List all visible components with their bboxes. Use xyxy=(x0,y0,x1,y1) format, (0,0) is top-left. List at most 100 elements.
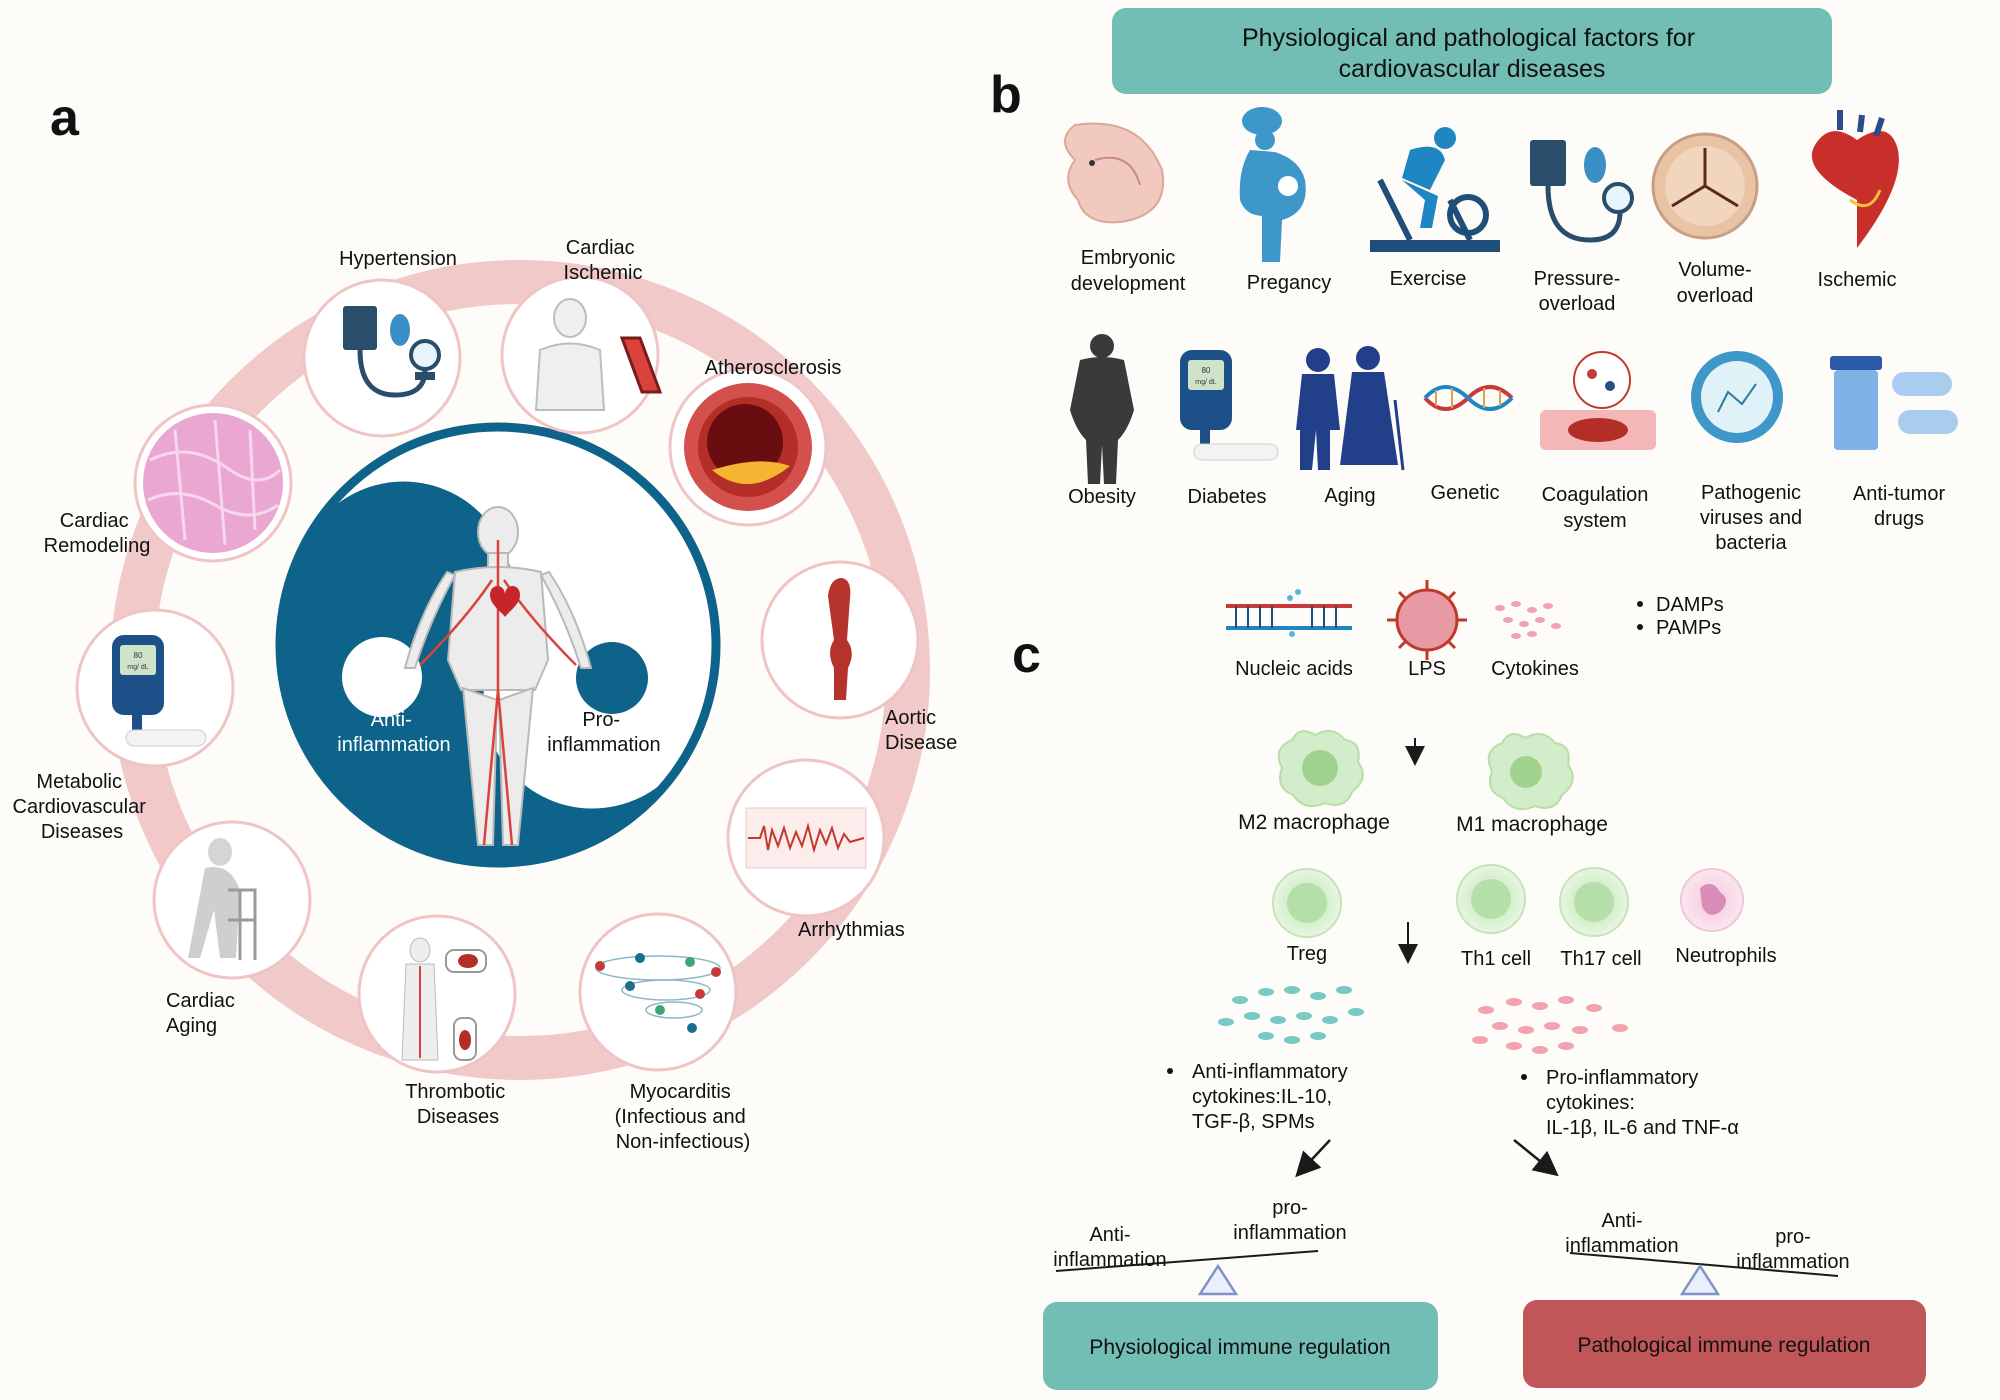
svg-text:DAMPs: DAMPs xyxy=(1656,594,1724,616)
svg-text:Anti-inflammation: Anti-inflammation xyxy=(1565,1210,1678,1257)
svg-text:Metabolic Cardiovascul: Metabolic Cardiovascular Diseases xyxy=(13,771,152,843)
factor-label-volume-overload: Volume-overload xyxy=(1677,259,1754,307)
cell-vortex-icon xyxy=(595,953,721,1033)
svg-text:Cardiac Aging: Cardiac Aging xyxy=(166,990,240,1037)
factor-label-diabetes: Diabetes xyxy=(1188,486,1267,508)
signal-nucleic-acids: Nucleic acids xyxy=(1235,658,1353,680)
pathological-outcome-box xyxy=(1523,1300,1926,1388)
panel-b-title: Physiological and pathological factors f… xyxy=(1242,24,1702,83)
panel-b-letter: b xyxy=(990,66,1022,124)
svg-text:Cardiac Ischemic: Cardiac Ischemic xyxy=(564,237,643,284)
item-cardiac-remodeling: Cardiac Remodeling xyxy=(44,403,293,563)
panel-c: c Nucle xyxy=(1012,580,1926,1390)
physiological-outcome-label: Physiological immune regulation xyxy=(1089,1336,1390,1359)
svg-text:mg/ dL: mg/ dL xyxy=(1195,379,1217,386)
arrow-to-physiological xyxy=(1295,1139,1331,1178)
blood-clot-icon xyxy=(1540,351,1656,450)
physiological-outcome-box xyxy=(1043,1302,1438,1390)
arrow-to-pathological xyxy=(1513,1139,1559,1177)
neutrophil-icon xyxy=(1680,868,1744,932)
svg-text:PAMPs: PAMPs xyxy=(1656,617,1721,639)
panel-b: b Physiological and pathological factors… xyxy=(990,8,1958,554)
item-atherosclerosis: Atherosclerosis xyxy=(668,357,842,527)
pregnant-woman-icon xyxy=(1239,107,1306,262)
factor-label-pressure-overload: Pressure-overload xyxy=(1534,268,1621,315)
glucose-meter-icon: 80 mg/ dL xyxy=(1180,350,1279,461)
svg-text:80: 80 xyxy=(1202,366,1211,375)
treg-label: Treg xyxy=(1287,943,1327,965)
nucleic-acid-icon xyxy=(1226,589,1352,637)
anatomical-heart-icon xyxy=(1811,110,1899,248)
anti-cytokine-cloud-icon xyxy=(1218,986,1364,1044)
cytokine-dots-icon xyxy=(1495,601,1561,639)
m1-macrophage-label: M1 macrophage xyxy=(1456,813,1608,836)
signal-cytokines: Cytokines xyxy=(1491,658,1579,680)
item-cardiac-aging: Cardiac Aging xyxy=(152,820,312,1037)
dna-helix-icon xyxy=(1423,385,1514,411)
factor-label-pregnancy: Pregancy xyxy=(1247,272,1332,294)
factor-label-exercise: Exercise xyxy=(1390,268,1467,290)
virus-icon xyxy=(1691,351,1783,443)
heart-valve-icon xyxy=(1651,132,1759,240)
th1-cell-icon xyxy=(1456,864,1526,934)
svg-text:Thrombotic Diseases: Thrombotic Diseases xyxy=(405,1081,511,1128)
heart-icon xyxy=(490,586,520,617)
lps-icon xyxy=(1387,580,1467,660)
m2-macrophage-label: M2 macrophage xyxy=(1238,811,1390,834)
chest-pain-person-icon xyxy=(534,298,606,411)
svg-text:Arrhythmias: Arrhythmias xyxy=(798,919,905,941)
balance-scale-physiological: Anti-inflammation pro-inflammation xyxy=(1053,1197,1347,1296)
elderly-couple-icon xyxy=(1296,346,1405,471)
neutrophils-label: Neutrophils xyxy=(1675,945,1776,967)
panel-a: a xyxy=(13,89,958,1153)
item-cardiac-ischemic: Cardiac Ischemic xyxy=(500,237,663,435)
item-thrombotic: Thrombotic Diseases xyxy=(357,914,517,1128)
blood-pressure-monitor-icon xyxy=(343,306,441,398)
myocardial-tissue-icon xyxy=(143,413,283,553)
factor-label-aging: Aging xyxy=(1324,485,1375,507)
pill-bottle-icon xyxy=(1830,356,1958,450)
panel-b-title-box xyxy=(1112,8,1832,94)
item-arrhythmias: Arrhythmias xyxy=(726,758,905,941)
exercise-bike-icon xyxy=(1370,127,1500,252)
artery-icon xyxy=(619,336,663,394)
embryo-icon xyxy=(1064,122,1165,224)
pathological-outcome-label: Pathological immune regulation xyxy=(1577,1334,1870,1357)
svg-text:Atherosclerosis: Atherosclerosis xyxy=(705,357,842,379)
anti-inflammation-dot xyxy=(342,637,422,717)
m2-macrophage-icon xyxy=(1277,730,1364,808)
item-hypertension: Hypertension xyxy=(302,248,462,438)
yin-yang-center: Anti- inflammation Pro- inflammation xyxy=(275,422,721,868)
signal-lps: LPS xyxy=(1408,658,1446,680)
obese-person-icon xyxy=(1070,334,1134,484)
factor-label-genetic: Genetic xyxy=(1431,482,1500,504)
aorta-icon xyxy=(828,578,852,700)
thrombus-vessel-icon xyxy=(401,937,487,1061)
svg-text:mg/ dL: mg/ dL xyxy=(127,664,149,671)
svg-text:Hypertension: Hypertension xyxy=(339,248,457,270)
th17-label: Th17 cell xyxy=(1560,948,1641,970)
svg-text:Myocarditis (Infectiou: Myocarditis (Infectious and Non-infectio… xyxy=(615,1081,752,1153)
svg-text:Anti-inflammation: Anti-inflammation xyxy=(1053,1224,1166,1271)
svg-text:Aortic Disease: Aortic Disease xyxy=(885,707,957,754)
item-myocarditis: Myocarditis (Infectious and Non-infectio… xyxy=(578,912,752,1153)
panel-a-letter: a xyxy=(50,89,80,147)
balance-scale-pathological: Anti-inflammation pro-inflammation xyxy=(1565,1210,1850,1296)
m1-macrophage-icon xyxy=(1487,733,1574,811)
svg-text:pro-inflammation: pro-inflammation xyxy=(1233,1197,1346,1244)
elderly-walker-icon xyxy=(188,838,257,960)
treg-cell-icon xyxy=(1272,868,1342,938)
pro-inflammation-dot xyxy=(576,642,648,714)
pattern-list: DAMPs PAMPs xyxy=(1637,594,1724,639)
th17-cell-icon xyxy=(1559,867,1629,937)
factor-label-obesity: Obesity xyxy=(1068,486,1136,508)
